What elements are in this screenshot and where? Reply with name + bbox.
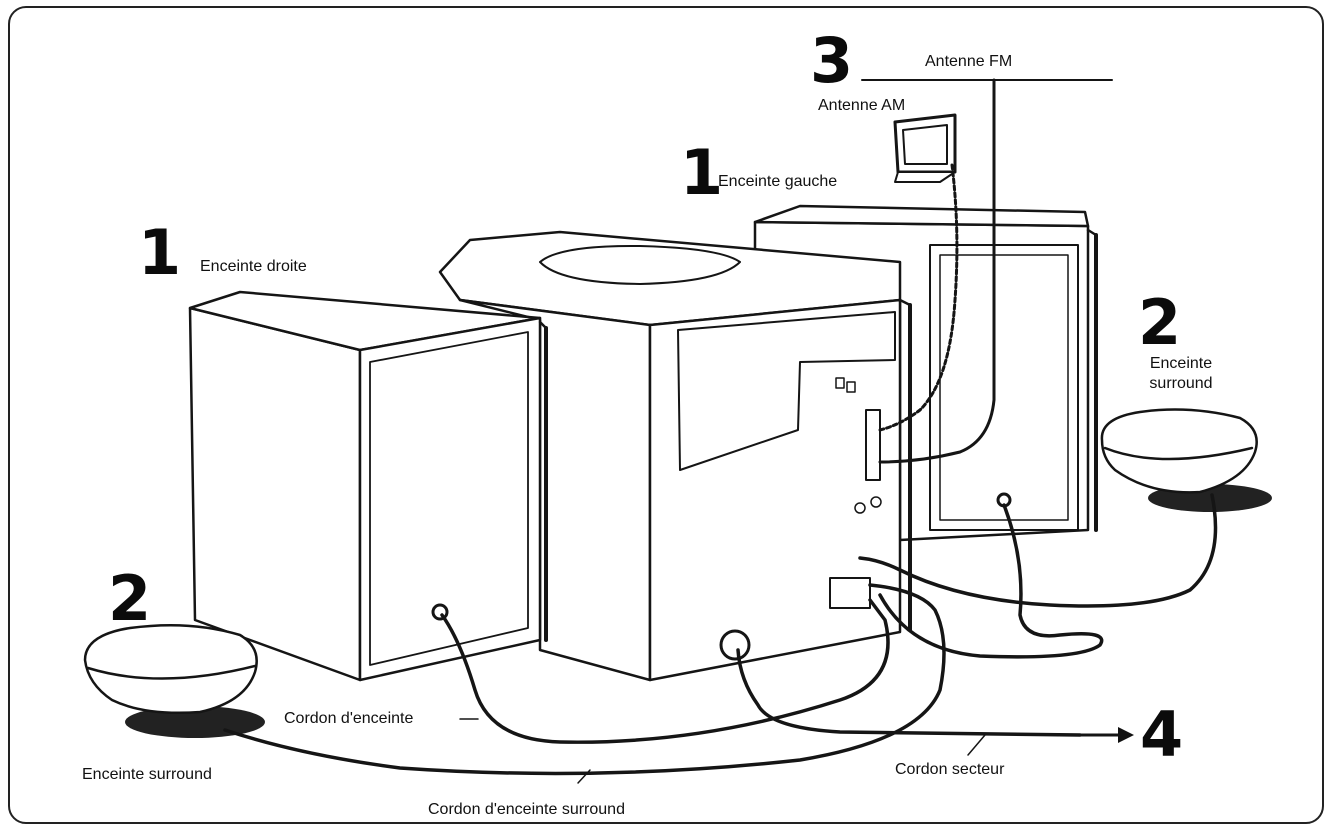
label-speaker-cord: Cordon d'enceinte	[284, 710, 414, 727]
label-antenna-fm: Antenne FM	[925, 53, 1013, 70]
step-number-power: 4	[1140, 698, 1184, 771]
speaker-cord-right	[440, 598, 890, 744]
step-number-antennas: 3	[810, 24, 854, 97]
power-cord-outlet	[719, 629, 751, 661]
label-speaker-right: Enceinte droite	[200, 258, 307, 275]
label-surround-right-line1: Enceinte	[1149, 355, 1213, 372]
step-number-left-speaker: 1	[680, 136, 724, 209]
step-number-surround-left: 2	[108, 562, 152, 635]
surround-cord-right	[858, 493, 1218, 608]
step-number-right-speaker: 1	[138, 216, 182, 289]
label-surround-cord: Cordon d'enceinte surround	[428, 801, 625, 818]
label-antenna-am: Antenne AM	[818, 97, 906, 114]
label-surround-right-line2: surround	[1149, 375, 1213, 392]
right-speaker	[188, 290, 548, 682]
surround-speaker-right	[1100, 408, 1272, 512]
label-power-cord: Cordon secteur	[895, 761, 1005, 778]
surround-speaker-left	[83, 623, 265, 738]
step-number-surround-right: 2	[1138, 286, 1182, 359]
surround-cord-left	[223, 583, 946, 776]
main-unit	[438, 230, 912, 682]
label-surround-right: Enceinte surround	[1136, 354, 1226, 394]
speaker-terminal-block	[829, 577, 871, 609]
power-cord	[736, 648, 1082, 737]
cables	[223, 493, 1218, 776]
label-speaker-left: Enceinte gauche	[718, 173, 838, 190]
antenna-terminal-block	[865, 409, 881, 481]
power-arrow	[1078, 727, 1134, 743]
am-antenna	[878, 113, 959, 432]
speaker-cord-left	[878, 503, 1104, 659]
diagram-frame	[8, 6, 1324, 824]
label-surround-left: Enceinte surround	[82, 766, 212, 783]
fm-antenna	[861, 78, 1113, 464]
leader-lines	[459, 718, 986, 784]
